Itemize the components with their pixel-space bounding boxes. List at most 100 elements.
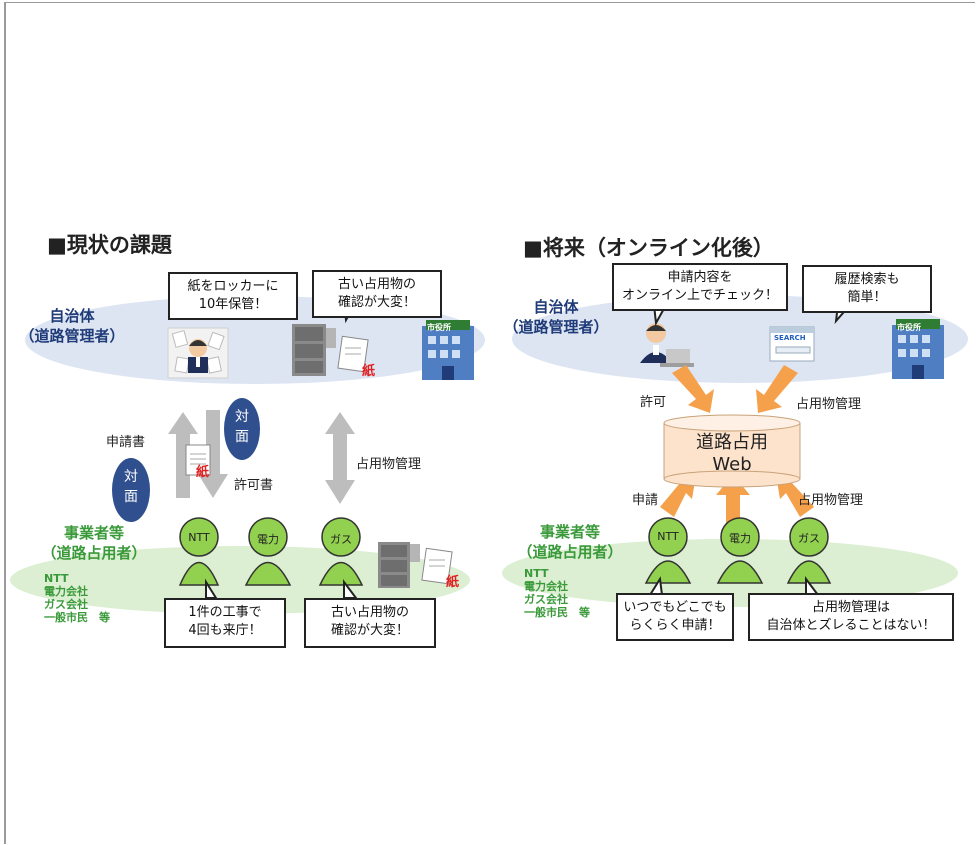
gray-arrow-up-icon	[168, 412, 198, 498]
bubble-locker-line2: 10年保管！	[198, 297, 268, 312]
page-frame	[4, 2, 975, 844]
left-biz-list: NTT 電力会社 ガス会社 一般市民 等	[44, 572, 110, 624]
person-icon-ntt-right	[644, 517, 692, 584]
bubble-online-line2: オンライン上でチェック！	[621, 288, 778, 303]
person-label-gas-right: ガス	[798, 532, 820, 545]
office-worker-icon	[640, 323, 694, 367]
bubble-search: 履歴検索も 簡単！	[802, 265, 932, 313]
label-permit-right: 許可	[640, 395, 667, 410]
locker-icon-top	[292, 324, 336, 376]
label-management-left: 占用物管理	[356, 457, 422, 472]
person-icon-gas-right	[786, 517, 832, 584]
left-biz-list-item: 一般市民 等	[44, 611, 110, 624]
bubble-locker-line1: 紙をロッカーに	[187, 279, 279, 294]
bubble-search-line1: 履歴検索も	[834, 272, 900, 287]
bubble-visits-line1: 1件の工事で	[188, 605, 262, 620]
face-to-face-1-char2: 面	[235, 429, 249, 445]
arrow-icon-management-top	[756, 365, 798, 413]
person-label-ntt-right: NTT	[657, 530, 679, 543]
label-application-left: 申請書	[106, 435, 146, 450]
face-to-face-1-char1: 対	[235, 409, 249, 425]
person-icon-ntt	[178, 517, 220, 586]
locker-icon-bottom	[378, 542, 420, 588]
right-org-line1: 自治体	[533, 298, 579, 316]
left-biz-list-item: ガス会社	[44, 598, 88, 611]
municipality-ellipse-right	[512, 295, 968, 383]
bubble-visits: 1件の工事で 4回も来庁！	[164, 598, 286, 648]
bubble-old-bottom: 古い占用物の 確認が大変！	[304, 598, 436, 648]
person-icon-gas	[318, 517, 364, 586]
face-to-face-2-char1: 対	[124, 469, 138, 485]
gray-double-arrow-icon	[325, 412, 355, 504]
bubble-sync-line2: 自治体とズレることはない！	[766, 618, 936, 633]
face-to-face-oval-1: 対 面	[224, 398, 260, 460]
label-management-top-right: 占用物管理	[796, 397, 862, 412]
gray-arrow-down-icon	[198, 410, 228, 498]
right-biz-list: NTT 電力会社 ガス会社 一般市民 等	[524, 567, 590, 619]
person-label-power-right: 電力	[729, 532, 751, 545]
person-icon-power	[244, 517, 292, 586]
bubble-check-top: 古い占用物の 確認が大変！	[312, 270, 442, 318]
city-hall-sign-left: 市役所	[427, 323, 451, 332]
person-label-ntt-left: NTT	[188, 531, 210, 544]
web-system: 道路占用 Web	[664, 432, 800, 476]
bubble-online-check: 申請内容を オンライン上でチェック！	[612, 263, 788, 311]
bubble-anywhere-line2: らくらく申請！	[629, 618, 721, 633]
paperwork-person-icon	[167, 327, 229, 379]
arrow-icon-permit	[672, 365, 714, 413]
right-biz-line1: 事業者等	[539, 523, 600, 541]
bubble-old-bottom-line1: 古い占用物の	[330, 605, 409, 620]
face-to-face-oval-2: 対 面	[112, 458, 150, 522]
municipality-ellipse	[25, 296, 485, 384]
right-heading: ■将来（オンライン化後）	[523, 236, 774, 260]
document-icon-middle	[185, 444, 211, 476]
left-org-line1: 自治体	[49, 307, 95, 325]
right-biz-list-item: ガス会社	[524, 593, 568, 606]
paper-tag-bottom: 紙	[446, 575, 460, 590]
right-biz-list-item: 一般市民 等	[524, 606, 590, 619]
label-permit-left: 許可書	[234, 478, 274, 493]
bubble-anywhere-line1: いつでもどこでも	[623, 600, 727, 615]
bubble-anywhere: いつでもどこでも らくらく申請！	[616, 593, 734, 641]
city-hall-sign-right: 市役所	[897, 323, 921, 332]
label-management-bottom-right: 占用物管理	[798, 493, 864, 508]
city-hall-icon-right	[892, 319, 944, 379]
left-heading: ■現状の課題	[47, 233, 172, 257]
bubble-check-top-line1: 古い占用物の	[337, 277, 416, 292]
person-label-gas-left: ガス	[330, 533, 352, 546]
search-badge: SEARCH	[774, 334, 806, 342]
bubble-sync: 占用物管理は 自治体とズレることはない！	[748, 593, 954, 641]
search-window-icon	[769, 326, 815, 362]
left-biz-list-item: NTT	[44, 572, 69, 585]
left-biz-list-item: 電力会社	[44, 585, 88, 598]
bubble-sync-line1: 占用物管理は	[811, 600, 890, 615]
right-biz-line2: （道路占用者）	[517, 543, 623, 561]
bubble-check-top-line2: 確認が大変！	[337, 295, 416, 310]
bubble-locker: 紙をロッカーに 10年保管！	[168, 272, 298, 320]
arrow-icon-management-bottom	[776, 475, 814, 517]
bubble-search-line2: 簡単！	[847, 290, 887, 305]
label-application-right: 申請	[632, 493, 659, 508]
right-biz-list-item: NTT	[524, 567, 549, 580]
person-icon-power-right	[716, 517, 764, 584]
bubble-online-line1: 申請内容を	[667, 270, 733, 285]
paper-tag-middle: 紙	[196, 465, 210, 480]
left-diagram-graphics	[10, 296, 485, 614]
document-icon-top	[337, 335, 369, 373]
bubble-old-bottom-line2: 確認が大変！	[330, 623, 409, 638]
left-biz-line1: 事業者等	[63, 524, 124, 542]
left-biz-line2: （道路占用者）	[41, 544, 147, 562]
left-org-line2: （道路管理者）	[19, 327, 125, 345]
document-icon-bottom	[421, 547, 453, 585]
face-to-face-2-char2: 面	[124, 489, 138, 505]
right-diagram-graphics	[502, 295, 968, 607]
bubble-visits-line2: 4回も来庁！	[188, 623, 262, 638]
paper-tag-top: 紙	[362, 364, 376, 379]
right-biz-list-item: 電力会社	[524, 580, 568, 593]
city-hall-icon-left	[422, 320, 474, 380]
web-line2: Web	[712, 454, 752, 475]
web-database-icon	[663, 414, 801, 488]
web-line1: 道路占用	[696, 432, 768, 453]
right-org-line2: （道路管理者）	[503, 318, 609, 336]
person-label-power-left: 電力	[257, 533, 279, 546]
